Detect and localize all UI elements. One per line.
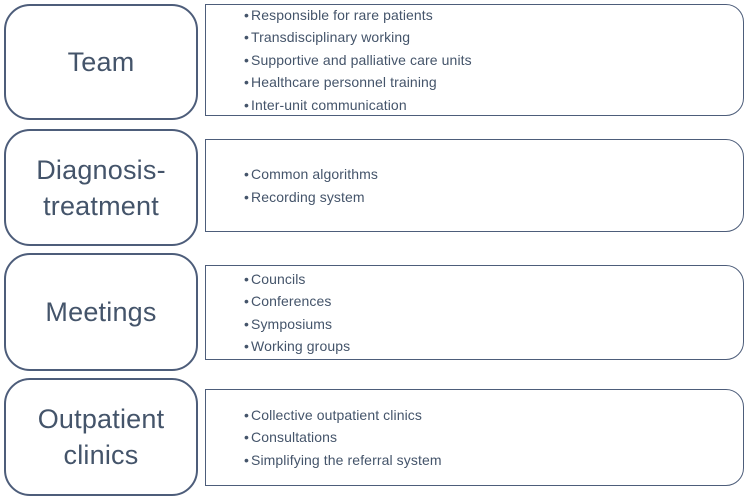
bullet-text: Supportive and palliative care units	[251, 51, 472, 68]
bullet-item: • Conferences	[244, 290, 743, 312]
bullet-item: • Responsible for rare patients	[244, 4, 743, 26]
bullet-text: Simplifying the referral system	[251, 451, 442, 468]
bullet-item: • Collective outpatient clinics	[244, 404, 743, 426]
bullet-text: Conferences	[251, 293, 332, 310]
bullet-icon: •	[244, 6, 250, 23]
bullet-item: • Councils	[244, 268, 743, 290]
bullet-item: • Healthcare personnel training	[244, 71, 743, 93]
bullet-icon: •	[244, 337, 250, 354]
bullet-item: • Consultations	[244, 426, 743, 448]
bullet-text: Inter-unit communication	[251, 96, 407, 113]
header-title-team: Team	[67, 47, 135, 77]
bullet-text: Common algorithms	[251, 166, 378, 183]
bullet-icon: •	[244, 293, 250, 310]
content-box-meetings: • Councils • Conferences • Symposiums • …	[205, 265, 744, 360]
header-title-diagnosis-treatment: Diagnosis- treatment	[36, 154, 166, 221]
bullet-item: • Inter-unit communication	[244, 94, 743, 116]
bullet-text: Recording system	[251, 188, 365, 205]
bullet-text: Responsible for rare patients	[251, 6, 433, 23]
content-box-outpatient-clinics: • Collective outpatient clinics • Consul…	[205, 389, 744, 486]
header-box-meetings: Meetings	[4, 253, 198, 371]
bullet-item: • Supportive and palliative care units	[244, 49, 743, 71]
bullet-icon: •	[244, 451, 250, 468]
bullet-icon: •	[244, 406, 250, 423]
bullet-icon: •	[244, 74, 250, 91]
bullet-text: Symposiums	[251, 315, 333, 332]
header-title-outpatient-clinics: Outpatient clinics	[37, 404, 165, 470]
bullet-item: • Simplifying the referral system	[244, 449, 743, 471]
bullet-item: • Working groups	[244, 335, 743, 357]
bullet-item: • Common algorithms	[244, 163, 743, 185]
bullet-icon: •	[244, 315, 250, 332]
header-title-meetings: Meetings	[45, 297, 157, 327]
header-box-outpatient-clinics: Outpatient clinics	[4, 378, 198, 496]
content-box-diagnosis-treatment: • Common algorithms • Recording system	[205, 139, 744, 232]
bullet-text: Consultations	[251, 429, 338, 446]
bullet-text: Working groups	[251, 337, 351, 354]
bullet-text: Councils	[251, 270, 306, 287]
header-box-diagnosis-treatment: Diagnosis- treatment	[4, 129, 198, 246]
bullet-icon: •	[244, 96, 250, 113]
bullet-icon: •	[244, 166, 250, 183]
bullet-icon: •	[244, 188, 250, 205]
bullet-text: Healthcare personnel training	[251, 74, 437, 91]
bullet-icon: •	[244, 51, 250, 68]
bullet-text: Transdisciplinary working	[251, 29, 411, 46]
bullet-icon: •	[244, 270, 250, 287]
bullet-icon: •	[244, 429, 250, 446]
header-box-team: Team	[4, 4, 198, 120]
bullet-item: • Transdisciplinary working	[244, 26, 743, 48]
bullet-item: • Symposiums	[244, 313, 743, 335]
bullet-item: • Recording system	[244, 186, 743, 208]
bullet-text: Collective outpatient clinics	[251, 406, 422, 423]
content-box-team: • Responsible for rare patients • Transd…	[205, 4, 744, 116]
bullet-icon: •	[244, 29, 250, 46]
